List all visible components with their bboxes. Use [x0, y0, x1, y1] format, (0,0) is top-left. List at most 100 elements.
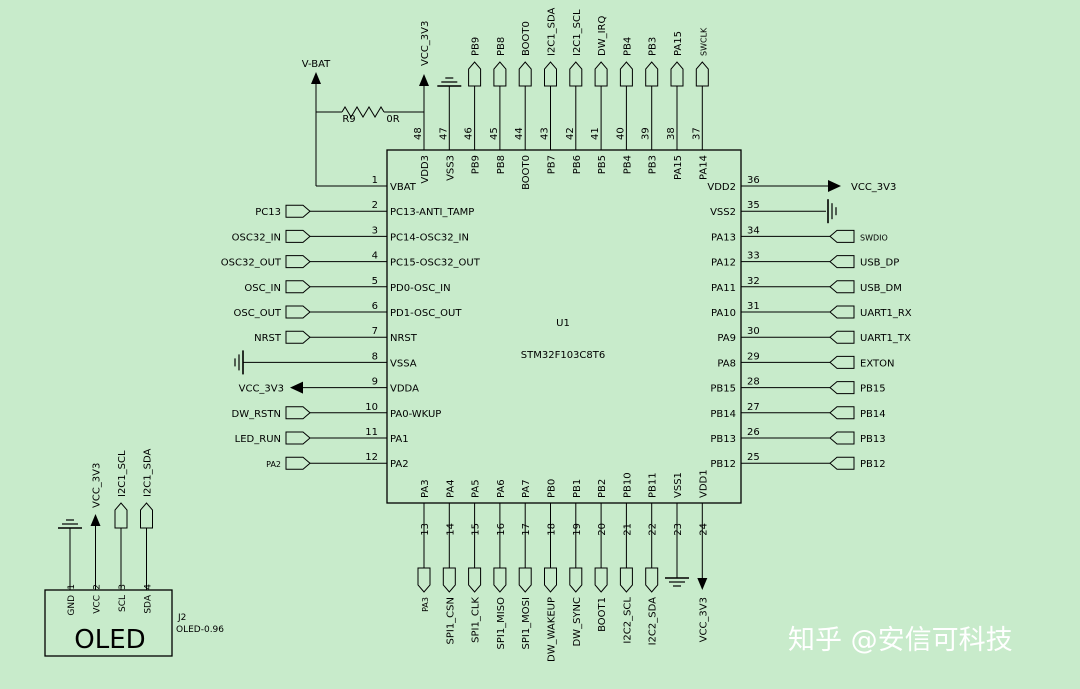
- pin-number-38: 38: [666, 127, 677, 140]
- pin-number-5: 5: [372, 276, 378, 287]
- port-flag-pb9: [468, 61, 482, 87]
- port-flag-pa15: [670, 61, 684, 87]
- pin-number-3: 3: [372, 225, 378, 236]
- port-flag-i2c2-sda: [645, 567, 659, 593]
- net-label-i2c2-scl: I2C2_SCL: [622, 597, 633, 644]
- port-flag-usb-dm: [829, 280, 855, 294]
- pin-number-7: 7: [372, 326, 378, 337]
- oled-port-flag-i2c1-sda: [140, 502, 153, 529]
- net-label-swdio: SWDIO: [860, 233, 888, 242]
- ground-symbol-vssa: [234, 350, 244, 375]
- net-label-pa3: PA3: [421, 597, 430, 612]
- pin-number-47: 47: [438, 127, 449, 140]
- net-label-boot1: BOOT1: [597, 597, 608, 632]
- pin-name-pa12: PA12: [711, 258, 736, 269]
- port-flag-led-run: [285, 431, 311, 445]
- net-label-pb9: PB9: [471, 37, 482, 56]
- chip-part-number: STM32F103C8T6: [521, 350, 605, 361]
- power-arrow-oled-vcc: [90, 514, 101, 526]
- pin-name-vssa: VSSA: [390, 358, 417, 369]
- pin-name-pd0-osc-in: PD0-OSC_IN: [390, 283, 451, 294]
- net-label-pb3: PB3: [648, 37, 659, 56]
- oled-pin-number-2: 2: [93, 584, 103, 590]
- pin-number-20: 20: [597, 523, 608, 536]
- pin-name-pb6: PB6: [572, 155, 583, 174]
- pin-number-26: 26: [747, 427, 760, 438]
- pin-number-24: 24: [698, 523, 709, 536]
- pin-number-37: 37: [691, 127, 702, 140]
- port-flag-spi1-clk: [468, 567, 482, 593]
- pin-number-34: 34: [747, 225, 760, 236]
- pin-number-30: 30: [747, 326, 760, 337]
- pin-name-pb1: PB1: [572, 479, 583, 498]
- net-label-vcc-3v3-pin9: VCC_3V3: [239, 384, 284, 395]
- pin-name-pb5: PB5: [597, 155, 608, 174]
- chip-body: [386, 149, 742, 504]
- oled-net-label-vcc-3v3: VCC_3V3: [92, 463, 103, 508]
- net-label-pb13: PB13: [860, 434, 886, 445]
- pin-name-pb9: PB9: [471, 155, 482, 174]
- port-flag-uart1-tx: [829, 330, 855, 344]
- power-arrow-vdd2: [828, 180, 841, 192]
- port-flag-osc-in: [285, 280, 311, 294]
- net-label-osc-in: OSC_IN: [244, 283, 281, 294]
- pin-number-2: 2: [372, 200, 378, 211]
- pin-name-pb3: PB3: [648, 155, 659, 174]
- pin-number-40: 40: [615, 127, 626, 140]
- port-flag-uart1-rx: [829, 305, 855, 319]
- pin-number-32: 32: [747, 276, 760, 287]
- pin-number-11: 11: [365, 427, 378, 438]
- pin-name-pa11: PA11: [711, 283, 736, 294]
- pin-name-pa7: PA7: [521, 479, 532, 498]
- pin-name-pa2: PA2: [390, 459, 409, 470]
- port-flag-pb12: [829, 456, 855, 470]
- net-label-vcc-3v3-pin24: VCC_3V3: [698, 597, 709, 642]
- pin-name-pb10: PB10: [622, 472, 633, 498]
- power-arrow-vdda: [290, 381, 303, 394]
- resistor-r9: [341, 106, 385, 118]
- oled-port-flag-i2c1-scl: [114, 502, 128, 529]
- net-label-i2c1-scl: I2C1_SCL: [572, 9, 583, 56]
- pin-number-9: 9: [372, 377, 378, 388]
- pin-name-pa10: PA10: [711, 308, 736, 319]
- pin-name-pb2: PB2: [597, 479, 608, 498]
- pin-name-vdd1: VDD1: [698, 469, 709, 498]
- pin-name-pb15: PB15: [710, 384, 736, 395]
- pin-number-44: 44: [514, 127, 525, 140]
- net-label-osc-out: OSC_OUT: [234, 308, 282, 319]
- pin-number-6: 6: [372, 301, 378, 312]
- net-label-dw-irq: DW_IRQ: [597, 16, 608, 56]
- pin-name-pc15-osc32-out: PC15-OSC32_OUT: [390, 258, 481, 269]
- net-label-spi1-clk: SPI1_CLK: [471, 597, 482, 643]
- pin-number-48: 48: [413, 127, 424, 140]
- oled-connector-body: [44, 589, 173, 657]
- pin-number-8: 8: [372, 351, 378, 362]
- net-label-vbat: V-BAT: [302, 59, 331, 70]
- net-label-dw-wakeup: DW_WAKEUP: [547, 597, 558, 662]
- pin-name-vss2: VSS2: [710, 207, 736, 218]
- port-flag-osc32-in: [285, 229, 311, 243]
- pin-name-nrst: NRST: [390, 333, 418, 344]
- net-label-uart1-rx: UART1_RX: [860, 308, 912, 319]
- pin-number-29: 29: [747, 351, 760, 362]
- oled-pin-name-scl: SCL: [118, 595, 128, 612]
- pin-number-31: 31: [747, 301, 760, 312]
- pin-name-pa13: PA13: [711, 232, 736, 243]
- port-flag-pb8: [493, 61, 507, 87]
- pin-name-pc14-osc32-in: PC14-OSC32_IN: [390, 232, 469, 243]
- pin-name-vdda: VDDA: [390, 384, 419, 395]
- pin-name-vss3: VSS3: [445, 155, 456, 181]
- oled-pin-name-sda: SDA: [144, 594, 154, 613]
- net-label-pb4: PB4: [622, 37, 633, 56]
- oled-net-label-i2c1-scl: I2C1_SCL: [117, 450, 128, 497]
- watermark: 知乎 @安信可科技: [788, 625, 1013, 656]
- pin-number-28: 28: [747, 377, 760, 388]
- oled-title: OLED: [74, 625, 145, 655]
- pin-number-36: 36: [747, 175, 760, 186]
- port-flag-dw-wakeup: [544, 567, 557, 593]
- oled-pin-number-3: 3: [118, 584, 128, 590]
- pin-number-18: 18: [547, 523, 558, 536]
- pin-name-pa9: PA9: [717, 333, 736, 344]
- port-flag-swclk: [695, 61, 709, 87]
- pin-name-pa14: PA14: [698, 155, 709, 180]
